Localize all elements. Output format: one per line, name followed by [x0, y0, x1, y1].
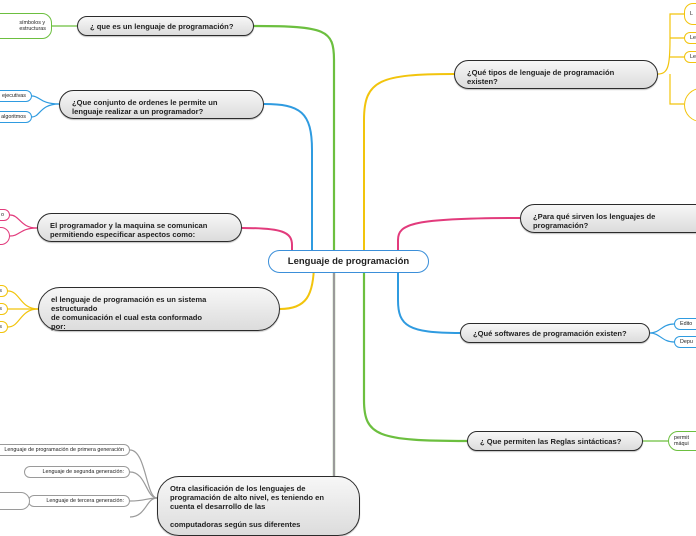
leaf-maquina-1[interactable]: o: [0, 209, 10, 221]
topic-softwares[interactable]: ¿Qué softwares de programación existen?: [460, 323, 650, 343]
connector-softwares: [397, 262, 461, 334]
leaf-segunda-generacion[interactable]: Lenguaje de segunda generación:: [24, 466, 130, 478]
leaf-sistema-1[interactable]: s: [0, 285, 8, 297]
connector-conjunto-ordenes: [263, 103, 313, 262]
leaf-primera-generacion[interactable]: Lenguaje de programación de primera gene…: [0, 444, 130, 456]
leaf-connector-clasif-4: [129, 497, 158, 518]
leaf-sistema-3[interactable]: s: [0, 321, 8, 333]
leaf-connector-ordenes-1: [31, 95, 60, 105]
leaf-clasif-4[interactable]: [0, 492, 30, 510]
leaf-simbolos-estructuras[interactable]: símbolos y estructuras: [0, 13, 52, 39]
connector-reglas: [362, 262, 468, 443]
topic-conjunto-ordenes[interactable]: ¿Que conjunto de ordenes le permite un l…: [59, 90, 264, 119]
mindmap-connectors: [7, 13, 684, 520]
leaf-tipos-2[interactable]: Le: [684, 32, 696, 44]
topic-otra-clasificacion[interactable]: Otra clasificación de los lenguajes de p…: [157, 476, 360, 536]
leaf-connector-clasif-1: [129, 449, 158, 499]
leaf-connector-clasif-2: [129, 471, 158, 499]
connector-para-que: [397, 217, 521, 262]
leaf-connector-sistema-1: [7, 290, 39, 310]
leaf-algoritmos[interactable]: algoritmos: [0, 111, 32, 123]
topic-sistema-estructurado[interactable]: el lenguaje de programación es un sistem…: [38, 287, 280, 331]
connector-que-es: [253, 24, 336, 520]
connector-tipos: [363, 73, 455, 262]
topic-reglas[interactable]: ¿ Que permiten las Reglas sintácticas?: [467, 431, 643, 451]
connector-programador-maquina: [241, 227, 293, 262]
leaf-tipos-1[interactable]: L: [684, 3, 696, 25]
leaf-editores[interactable]: Edito: [674, 318, 696, 330]
leaf-connector-ordenes-2: [31, 103, 60, 118]
leaf-connector-sistema-3: [7, 308, 39, 328]
leaf-depuradores[interactable]: Depu: [674, 336, 696, 348]
root-node[interactable]: Lenguaje de programación: [268, 250, 429, 273]
topic-tipos[interactable]: ¿Qué tipos de lenguaje de programación e…: [454, 60, 658, 89]
leaf-connector-maquina-2: [9, 227, 38, 237]
leaf-sistema-2[interactable]: s: [0, 303, 8, 315]
topic-que-es[interactable]: ¿ que es un lenguaje de programación?: [77, 16, 254, 36]
topic-programador-maquina[interactable]: El programador y la maquina se comunican…: [37, 213, 242, 242]
leaf-permite-maquina[interactable]: permit máqui: [668, 431, 696, 451]
leaf-connector-softwares: [649, 323, 675, 343]
leaf-connector-maquina-1: [9, 214, 38, 229]
leaf-connector-tipos: [657, 13, 684, 105]
topic-para-que[interactable]: ¿Para qué sirven los lenguajes de progra…: [520, 204, 696, 233]
leaf-tercera-generacion[interactable]: Lenguaje de tercera generación:: [28, 495, 130, 507]
leaf-ejecutivas[interactable]: ejecutivas: [0, 90, 32, 102]
leaf-tipos-3[interactable]: Le: [684, 51, 696, 63]
